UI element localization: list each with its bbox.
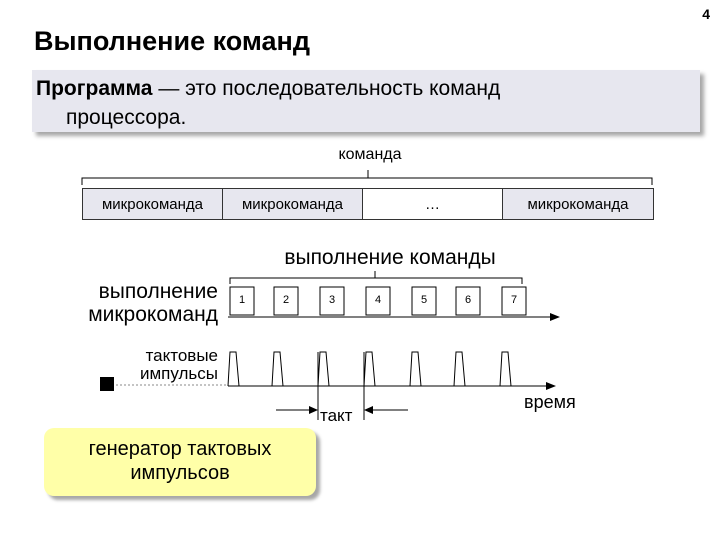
microcommand-row: микрокоманда микрокоманда … микрокоманда	[82, 188, 654, 220]
microcommand-cell-ellipsis: …	[363, 189, 503, 219]
clock-pulse-6	[453, 351, 466, 387]
microcommand-cell-1: микрокоманда	[83, 189, 223, 219]
exec-micro-label-1: выполнение	[98, 280, 218, 303]
tact-arrow-right-head	[364, 406, 373, 414]
step-boxes: 1 2 3 4 5 6 7	[229, 286, 527, 316]
command-bracket	[81, 170, 653, 185]
clock-axis-arrow	[546, 382, 556, 390]
clock-pulses	[227, 351, 512, 387]
generator-label-1: генератор тактовых	[88, 438, 272, 460]
step-box-4	[365, 286, 391, 316]
step-box-5	[411, 286, 437, 316]
generator-callout-text: генератор тактовых импульсов	[44, 437, 316, 485]
exec-micro-label-2: микрокоманд	[88, 303, 218, 326]
step-box-2	[273, 286, 299, 316]
step-box-3	[319, 286, 345, 316]
clock-pulse-4	[363, 351, 376, 387]
step-label-6: 6	[465, 294, 471, 306]
step-label-3: 3	[329, 294, 335, 306]
step-box-1	[229, 286, 255, 316]
command-label: команда	[338, 146, 402, 163]
generator-label-2: импульсов	[130, 462, 230, 484]
pulses-label-1: тактовые	[145, 346, 218, 365]
exec-command-label: выполнение команды	[284, 246, 496, 269]
clock-pulse-1	[227, 351, 240, 387]
clock-pulse-5	[409, 351, 422, 387]
exec-command-bracket	[229, 271, 523, 284]
microcommand-cell-2: микрокоманда	[223, 189, 363, 219]
clock-pulse-7	[499, 351, 512, 387]
pulses-label-2: импульсы	[139, 364, 218, 383]
definition-line-2: процессора.	[66, 106, 187, 129]
step-label-4: 4	[375, 294, 381, 306]
step-box-6	[455, 286, 481, 316]
definition-box	[32, 70, 700, 132]
generator-icon	[100, 377, 114, 391]
microcommand-cell-last: микрокоманда	[503, 189, 653, 219]
step-box-7	[501, 286, 527, 316]
clock-pulse-3	[317, 351, 330, 387]
slide-title: Выполнение команд	[34, 26, 310, 56]
step-label-1: 1	[239, 294, 245, 306]
clock-pulse-2	[271, 351, 284, 387]
time-label: время	[524, 392, 576, 412]
tact-label: такт	[320, 406, 353, 425]
page-number: 4	[702, 6, 710, 22]
step-label-7: 7	[511, 294, 517, 306]
micro-axis-arrow	[550, 313, 560, 321]
step-label-5: 5	[421, 294, 427, 306]
definition-line-1: — это последовательность команд	[152, 77, 501, 100]
definition-text: Программа — это последовательность коман…	[36, 74, 636, 132]
tact-arrow-left-head	[309, 406, 318, 414]
generator-callout	[44, 428, 316, 496]
step-label-2: 2	[283, 294, 289, 306]
definition-term: Программа	[36, 77, 153, 100]
